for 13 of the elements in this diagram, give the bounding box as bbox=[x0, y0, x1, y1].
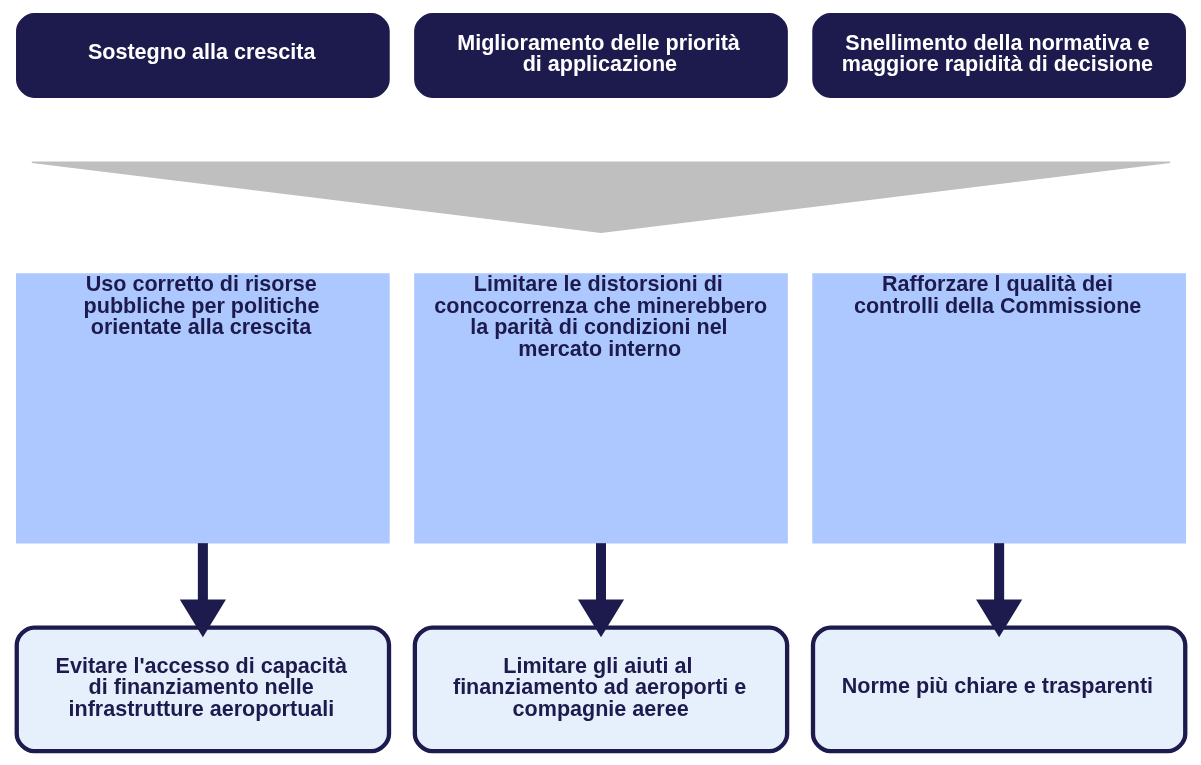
node-box: Miglioramento delle priorità di applicazione bbox=[413, 13, 788, 98]
node-box: Norme più chiare e trasparenti bbox=[810, 625, 1187, 754]
node-box: Sostegno alla crescita bbox=[15, 13, 390, 98]
node-box: Uso corretto di risorse pubbliche per politiche orientate alla crescita bbox=[15, 273, 390, 544]
arrow bbox=[179, 543, 226, 638]
arrow bbox=[975, 543, 1022, 638]
node-box: Evitare l'accesso di capacità di finanziamento nelle infrastrutture aeroportuali bbox=[14, 625, 391, 754]
node-box: Limitare gli aiuti al finanziamento ad aeroporti e compagnie aeree bbox=[412, 625, 789, 754]
arrow bbox=[577, 543, 624, 638]
node-box: Snellimento della normativa e maggiore rapidità di decisione bbox=[811, 13, 1186, 98]
node-triangle bbox=[30, 161, 1171, 234]
node-box: Limitare le distorsioni di concocorrenza che minerebbero la parità di condizioni nel mercato interno bbox=[413, 273, 788, 544]
node-box: Rafforzare l qualità dei controlli della Commissione bbox=[811, 273, 1186, 544]
